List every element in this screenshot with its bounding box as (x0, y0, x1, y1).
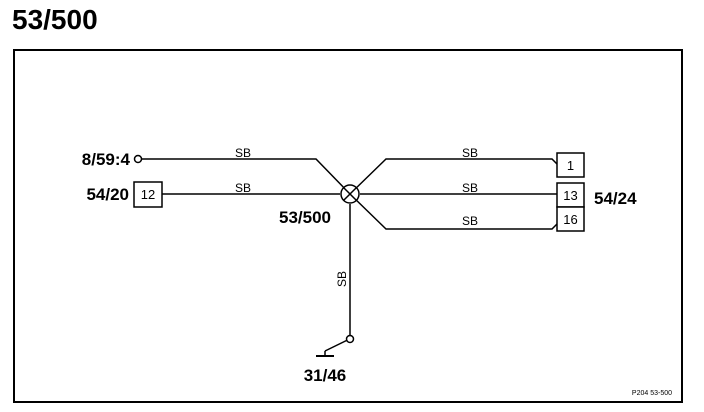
connector-54-24-pin-16-box (556, 206, 585, 232)
wire-54-24-pin-1 (349, 158, 558, 195)
connector-54-24-pin-1-label: 1 (567, 158, 574, 173)
page-title: 53/500 (12, 4, 98, 35)
connector-8-59-4-label: 8/59:4 (82, 150, 131, 169)
diagram-frame (13, 49, 683, 403)
connector-54-24-pin-13-label: 13 (563, 188, 577, 203)
wire-color-label: SB (335, 271, 349, 287)
terminal-8-59-4-icon (133, 154, 143, 164)
wire-color-label: SB (462, 181, 478, 195)
connector-54-24-pin-1-box (556, 152, 585, 178)
ground-switch-icon (316, 334, 355, 357)
wire-54-24-pin-16 (349, 193, 558, 230)
splice-label: 53/500 (279, 208, 331, 227)
connector-54-24-pin-16-label: 16 (563, 212, 577, 227)
wire-color-label: SB (462, 214, 478, 228)
wire-color-label: SB (462, 146, 478, 160)
footer-code: P204 53-500 (632, 390, 672, 397)
connector-54-20-pin-label: 12 (141, 187, 155, 202)
ground-label: 31/46 (304, 366, 347, 385)
splice-icon (340, 184, 360, 204)
connector-54-20-label: 54/20 (86, 185, 129, 204)
connector-54-20-box (133, 181, 163, 208)
connector-54-24-label: 54/24 (594, 189, 637, 208)
wire-8-59-4 (142, 158, 351, 195)
wire-color-label: SB (235, 181, 251, 195)
wire-color-label: SB (235, 146, 251, 160)
